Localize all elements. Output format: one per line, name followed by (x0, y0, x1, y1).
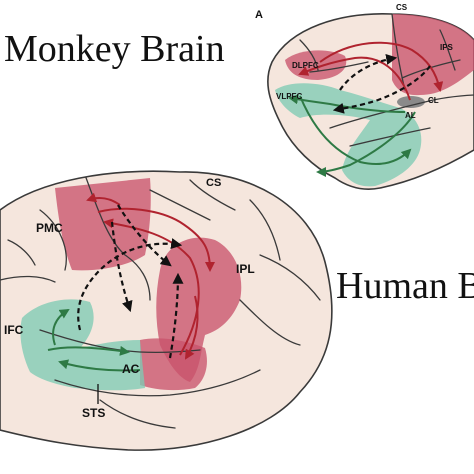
monkey-ventral-region (275, 83, 422, 187)
human-brain-title: Human B (336, 265, 474, 307)
human-label-pmc: PMC (36, 221, 63, 235)
monkey-brain-title: Monkey Brain (4, 28, 225, 70)
monkey-label-al: AL (405, 111, 416, 120)
human-dashed-arrow-2 (117, 204, 172, 267)
human-label-cs: CS (206, 177, 221, 189)
monkey-ventral-arrow-back (299, 95, 412, 166)
monkey-label-cl: CL (428, 96, 439, 105)
human-dashed-arrow-3 (168, 272, 184, 359)
monkey-label-dlpfc: DLPFC (292, 61, 319, 70)
human-dashed-arrow-4 (110, 221, 133, 313)
human-dorsal-arrow-return (184, 295, 199, 360)
panel-letter: A (255, 9, 263, 21)
monkey-dorsal-arrow-forward (298, 56, 411, 101)
human-dorsal-arrow-top (86, 192, 121, 206)
monkey-label-ips: IPS (440, 43, 454, 52)
human-ac-red-region (140, 338, 207, 391)
human-label-ac: AC (122, 362, 140, 376)
monkey-dashed-arrow-2 (332, 65, 431, 114)
monkey-dorsal-region (392, 14, 474, 96)
human-ventral-arrow-back (47, 345, 130, 356)
monkey-dorsal-arrow-back (319, 41, 444, 92)
monkey-brain-diagram: A CS IPS DLPFC VLPFC CL AL (255, 3, 474, 190)
human-label-ipl: IPL (236, 262, 255, 276)
human-dorsal-arrow-forward (103, 218, 200, 356)
human-ventral-arrow-up (52, 308, 70, 346)
human-brain-diagram: CS PMC IPL IFC AC STS (0, 170, 333, 451)
human-ventral-arrow-forward (58, 359, 141, 372)
human-dashed-arrow-1 (77, 238, 183, 331)
monkey-al-highlight (397, 96, 425, 108)
monkey-label-cs: CS (396, 3, 408, 12)
human-dorsal-arrow-back (97, 207, 215, 272)
human-label-sts: STS (82, 406, 105, 420)
monkey-label-vlpfc: VLPFC (276, 92, 302, 101)
monkey-ventral-arrow-forward (316, 111, 416, 177)
monkey-ventral-arrow-long (288, 94, 406, 113)
human-pmc-region (55, 178, 151, 271)
human-label-ifc: IFC (4, 323, 24, 337)
monkey-dashed-arrow-1 (339, 53, 398, 91)
human-ventral-region (20, 299, 146, 391)
